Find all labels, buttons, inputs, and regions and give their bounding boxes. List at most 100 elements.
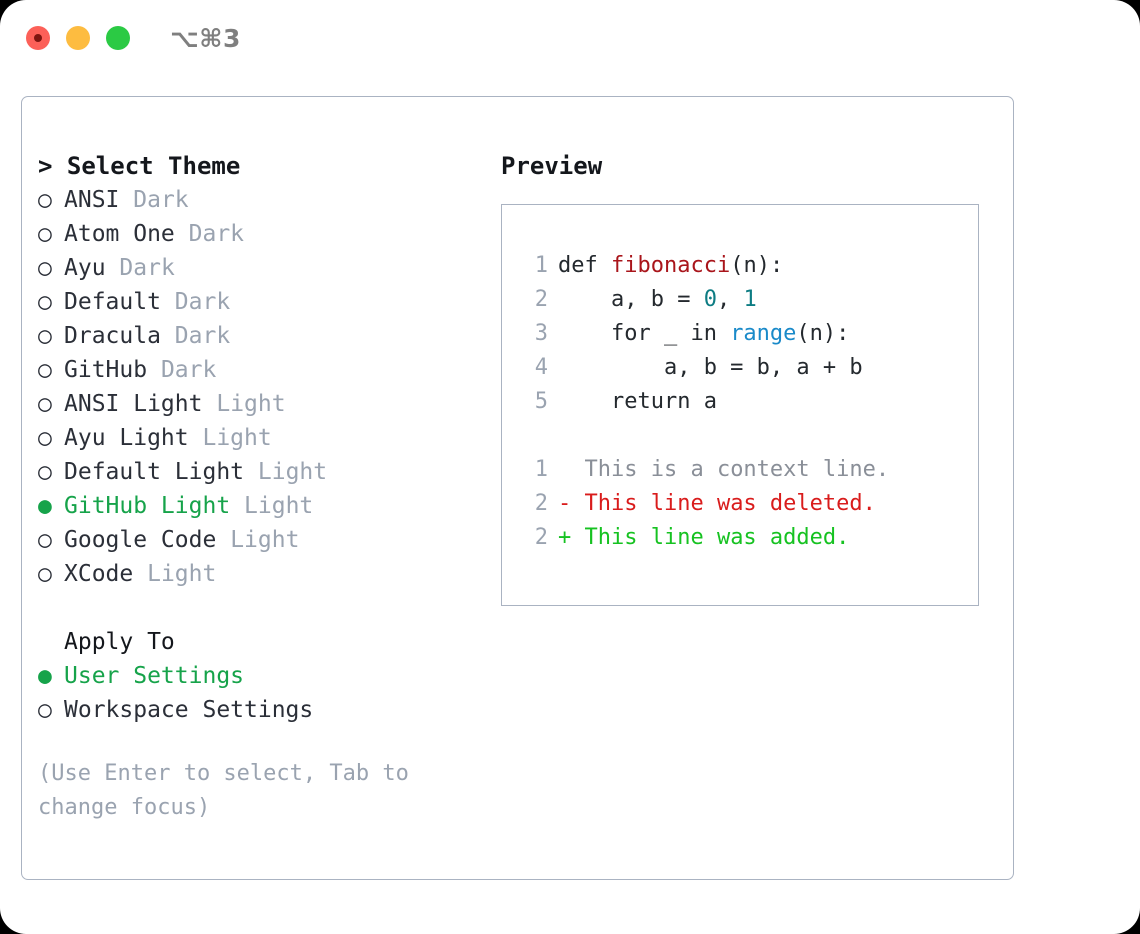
maximize-button[interactable] — [106, 26, 130, 50]
line-number: 4 — [534, 355, 548, 380]
radio-unselected-icon: ○ — [38, 459, 52, 485]
theme-list[interactable]: ○ANSI Dark○Atom One Dark○Ayu Dark○Defaul… — [38, 183, 498, 591]
theme-option-ayu-light[interactable]: ○ Ayu Light Light — [38, 421, 498, 455]
theme-category-label: Light — [230, 527, 300, 553]
line-number: 1 — [534, 253, 548, 278]
theme-name: ANSI Light — [64, 391, 203, 417]
diff-line-ctx: 1 This is a context line. — [522, 453, 978, 487]
theme-category-label: Dark — [133, 187, 189, 213]
theme-name: GitHub — [64, 357, 148, 383]
theme-name: Google Code — [64, 527, 217, 553]
theme-name: Ayu Light — [64, 425, 189, 451]
theme-option-dracula[interactable]: ○ Dracula Dark — [38, 319, 498, 353]
theme-option-default-light[interactable]: ○Default Light Light — [38, 455, 498, 489]
radio-unselected-icon: ○ — [38, 221, 52, 247]
diff-text: This is a context line. — [571, 457, 890, 482]
line-number: 3 — [534, 321, 548, 346]
theme-selection-column: > Select Theme ○ANSI Dark○Atom One Dark○… — [38, 149, 498, 825]
theme-picker-panel: > Select Theme ○ANSI Dark○Atom One Dark○… — [21, 96, 1014, 880]
theme-option-ansi-light[interactable]: ○ ANSI Light Light — [38, 387, 498, 421]
theme-option-github-light[interactable]: ●GitHub Light Light — [38, 489, 498, 523]
code-token-call: range — [730, 321, 797, 346]
theme-category-label: Light — [202, 425, 272, 451]
diff-line-del: 2- This line was deleted. — [522, 487, 978, 521]
apply-to-option-user-settings[interactable]: ●User Settings — [38, 659, 498, 693]
radio-unselected-icon: ○ — [38, 561, 52, 587]
diff-line-add: 2+ This line was added. — [522, 521, 978, 555]
radio-unselected-icon: ○ — [38, 425, 52, 451]
close-button[interactable] — [26, 26, 50, 50]
code-token-num: 1 — [743, 287, 757, 312]
theme-category-label: Dark — [119, 255, 175, 281]
section-spacer — [38, 591, 498, 625]
theme-name: GitHub Light — [64, 493, 231, 519]
radio-unselected-icon: ○ — [38, 527, 52, 553]
diff-text: This line was deleted. — [571, 491, 876, 516]
code-token-plain: (n): — [796, 321, 850, 346]
theme-category-label: Light — [147, 561, 217, 587]
code-token-fn: fibonacci — [610, 253, 731, 278]
radio-unselected-icon: ○ — [38, 391, 52, 417]
diff-text: This line was added. — [571, 525, 850, 550]
preview-header: Preview — [501, 152, 603, 180]
radio-unselected-icon: ○ — [38, 289, 52, 315]
diff-line-number: 2 — [534, 491, 548, 516]
code-token-plain: , — [716, 287, 744, 312]
theme-category-label: Dark — [174, 289, 231, 315]
code-token-num: 0 — [703, 287, 717, 312]
theme-category-label: Dark — [188, 221, 245, 247]
theme-name: XCode — [64, 561, 134, 587]
theme-name: ANSI — [64, 187, 120, 213]
theme-name: Default — [64, 289, 161, 315]
diff-sign — [558, 457, 571, 482]
code-line: 4 a, b = b, a + b — [522, 351, 978, 385]
apply-to-option-workspace-settings[interactable]: ○ Workspace Settings — [38, 693, 498, 727]
radio-unselected-icon: ○ — [38, 697, 52, 723]
diff-spacer — [522, 419, 978, 453]
diff-sign: + — [558, 525, 572, 550]
select-theme-header: > Select Theme — [38, 152, 241, 180]
minimize-button[interactable] — [66, 26, 90, 50]
theme-option-default[interactable]: ○ Default Dark — [38, 285, 498, 319]
theme-option-xcode[interactable]: ○ XCode Light — [38, 557, 498, 591]
diff-sign: - — [558, 491, 572, 516]
theme-category-label: Light — [216, 391, 286, 417]
apply-to-list[interactable]: ●User Settings ○ Workspace Settings — [38, 659, 498, 727]
title-bar: ⌥⌘3 — [0, 0, 1140, 78]
theme-option-github[interactable]: ○ GitHub Dark — [38, 353, 498, 387]
radio-unselected-icon: ○ — [38, 357, 52, 383]
line-number: 2 — [534, 287, 548, 312]
code-token-plain: return a — [558, 389, 717, 414]
code-token-plain: a, b = b, a + b — [558, 355, 863, 380]
theme-option-ayu[interactable]: ○Ayu Dark — [38, 251, 498, 285]
theme-option-atom-one[interactable]: ○ Atom One Dark — [38, 217, 498, 251]
radio-unselected-icon: ○ — [38, 255, 52, 281]
code-line: 5 return a — [522, 385, 978, 419]
radio-selected-icon: ● — [38, 493, 52, 519]
theme-name: Default Light — [64, 459, 245, 485]
keyboard-shortcut-label: ⌥⌘3 — [170, 24, 241, 53]
code-token-plain: (n): — [730, 253, 784, 278]
diff-line-number: 1 — [534, 457, 548, 482]
theme-option-google-code[interactable]: ○ Google Code Light — [38, 523, 498, 557]
apply-to-label: Workspace Settings — [64, 697, 314, 723]
radio-unselected-icon: ○ — [38, 187, 52, 213]
theme-category-label: Dark — [174, 323, 231, 349]
radio-unselected-icon: ○ — [38, 323, 52, 349]
apply-to-header: Apply To — [64, 629, 175, 655]
theme-name: Atom One — [64, 221, 175, 247]
line-number: 5 — [534, 389, 548, 414]
code-line: 3 for _ in range(n): — [522, 317, 978, 351]
code-token-plain: a, b = — [558, 287, 704, 312]
keyboard-hint-text: (Use Enter to select, Tab to change focu… — [38, 761, 409, 820]
theme-name: Dracula — [64, 323, 161, 349]
theme-category-label: Dark — [160, 357, 217, 383]
apply-to-label: User Settings — [64, 663, 245, 689]
theme-option-ansi[interactable]: ○ ANSI Dark — [38, 183, 498, 217]
code-line: 2 a, b = 0, 1 — [522, 283, 978, 317]
